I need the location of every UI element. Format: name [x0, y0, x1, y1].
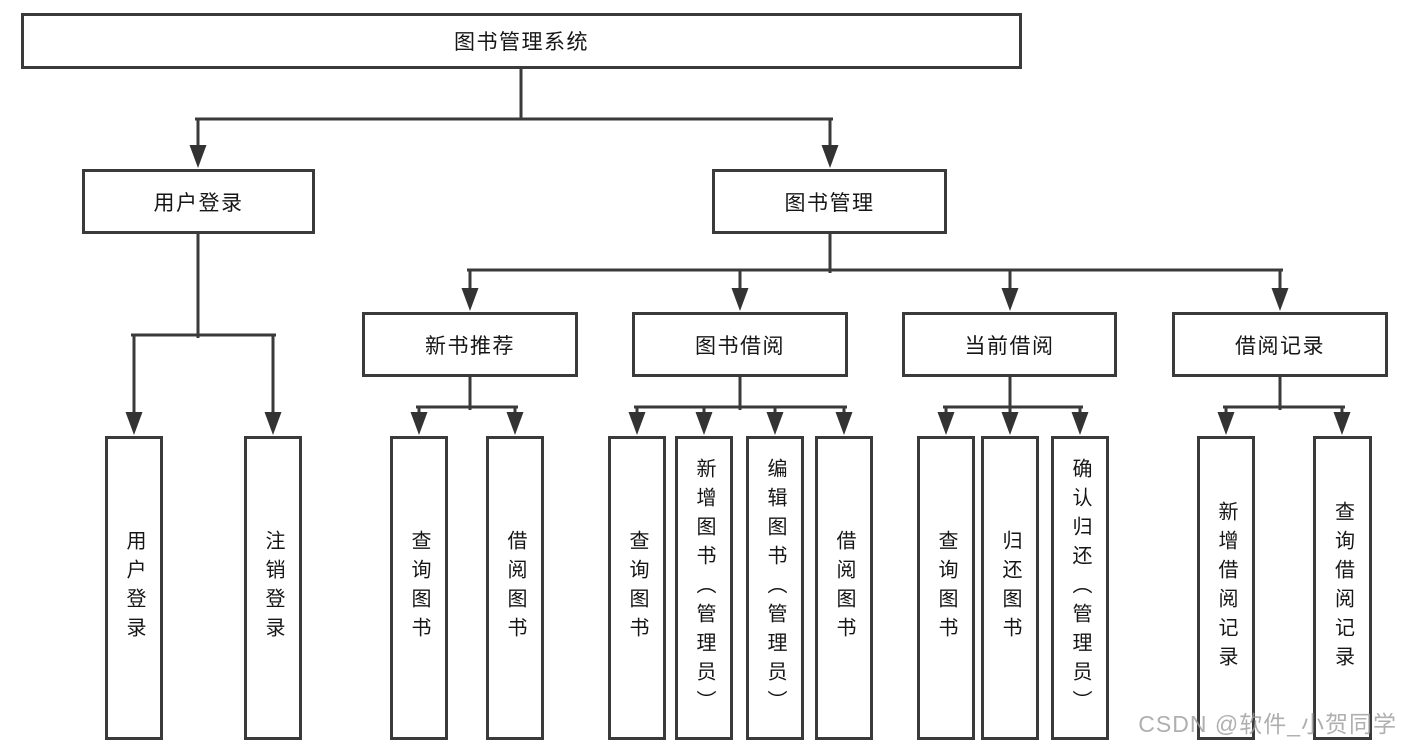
node-user-login-label: 用户登录	[153, 191, 244, 215]
leaf-edit-book-admin: 编辑图书（管理员）	[746, 436, 804, 740]
leaf-add-borrow-record: 新增借阅记录	[1197, 436, 1255, 740]
leaf-user-login-label: 用户登录	[123, 530, 145, 646]
leaf-confirm-return-admin-label: 确认归还（管理员）	[1069, 457, 1091, 719]
leaf-recommend-query-book-label: 查询图书	[408, 530, 430, 646]
leaf-confirm-return-admin: 确认归还（管理员）	[1051, 436, 1109, 740]
leaf-query-borrow-record-label: 查询借阅记录	[1331, 501, 1354, 675]
node-book-borrow: 图书借阅	[632, 312, 848, 377]
node-user-login: 用户登录	[82, 169, 315, 234]
node-book-management: 图书管理	[712, 169, 947, 234]
leaf-borrow-query-book: 查询图书	[608, 436, 666, 740]
leaf-query-borrow-record: 查询借阅记录	[1313, 436, 1372, 740]
node-current-borrow-label: 当前借阅	[964, 334, 1055, 358]
node-root: 图书管理系统	[21, 13, 1022, 69]
arrow-stems	[132, 119, 1344, 415]
leaf-return-book-label: 归还图书	[999, 530, 1021, 646]
leaf-recommend-borrow-book-label: 借阅图书	[504, 530, 526, 646]
node-book-borrow-label: 图书借阅	[695, 334, 785, 358]
node-new-book-recommend: 新书推荐	[362, 312, 578, 377]
leaf-user-login: 用户登录	[105, 436, 163, 740]
connector-lines	[131, 66, 1345, 410]
leaf-current-query-book-label: 查询图书	[935, 530, 957, 646]
node-new-book-recommend-label: 新书推荐	[425, 334, 515, 358]
watermark: CSDN @软件_小贺同学	[1138, 711, 1397, 737]
leaf-add-book-admin-label: 新增图书（管理员）	[693, 457, 715, 719]
node-borrow-record-label: 借阅记录	[1235, 334, 1325, 358]
leaf-add-book-admin: 新增图书（管理员）	[675, 436, 733, 740]
leaf-borrow-borrow-book: 借阅图书	[815, 436, 873, 740]
leaf-add-borrow-record-label: 新增借阅记录	[1215, 501, 1237, 675]
leaf-current-query-book: 查询图书	[917, 436, 975, 740]
leaf-logout-login-label: 注销登录	[262, 530, 284, 646]
node-borrow-record: 借阅记录	[1172, 312, 1388, 377]
leaf-logout-login: 注销登录	[244, 436, 302, 740]
node-root-label: 图书管理系统	[454, 31, 589, 54]
arrowheads-icon	[125, 145, 1351, 435]
leaf-edit-book-admin-label: 编辑图书（管理员）	[764, 457, 786, 719]
leaf-borrow-query-book-label: 查询图书	[626, 530, 648, 646]
leaf-recommend-borrow-book: 借阅图书	[486, 436, 544, 740]
node-book-management-label: 图书管理	[784, 191, 875, 215]
node-current-borrow: 当前借阅	[902, 312, 1117, 377]
leaf-borrow-borrow-book-label: 借阅图书	[833, 530, 855, 646]
leaf-return-book: 归还图书	[981, 436, 1039, 740]
leaf-recommend-query-book: 查询图书	[390, 436, 448, 740]
